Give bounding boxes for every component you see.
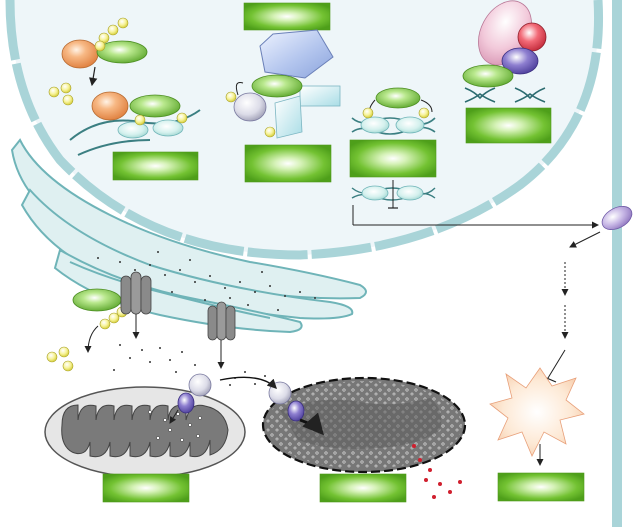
arrow-icon: [89, 66, 98, 87]
pathway-4: [462, 0, 552, 144]
signal-path: [352, 205, 633, 383]
pathway-3: [349, 87, 437, 209]
ca-ion-icon: [62, 94, 74, 106]
green-protein: [96, 40, 148, 64]
hexagon-protein: [259, 29, 334, 79]
label-placeholder: [243, 2, 331, 31]
plasma-membrane: [612, 0, 622, 527]
label-placeholder: [465, 107, 552, 144]
ca-ion-icon: [60, 82, 72, 94]
ca-ion-icon: [117, 17, 129, 29]
er-calcium-dots: [97, 251, 316, 311]
burst-icon: [489, 367, 585, 502]
nucleus: [5, 0, 604, 260]
receptor-icon: [601, 206, 633, 230]
label-placeholder: [349, 139, 437, 178]
damaged-mitochondrion: [219, 376, 467, 503]
pathway-1: [48, 17, 201, 181]
calcium-release: [46, 271, 236, 372]
label-placeholder: [112, 151, 199, 181]
channel-icon: [207, 301, 236, 341]
orange-protein: [61, 39, 99, 69]
ca-ion-icon: [94, 40, 106, 52]
label-placeholder: [102, 473, 190, 503]
label-placeholder: [319, 473, 407, 503]
ca-ion-icon: [48, 86, 60, 98]
ca-ion-icon: [107, 24, 119, 36]
channel-icon: [120, 271, 152, 315]
mitochondrion: [44, 373, 246, 503]
endoplasmic-reticulum: [10, 138, 367, 334]
pathway-2: [225, 2, 341, 183]
label-placeholder: [244, 144, 332, 183]
label-placeholder: [497, 472, 585, 502]
